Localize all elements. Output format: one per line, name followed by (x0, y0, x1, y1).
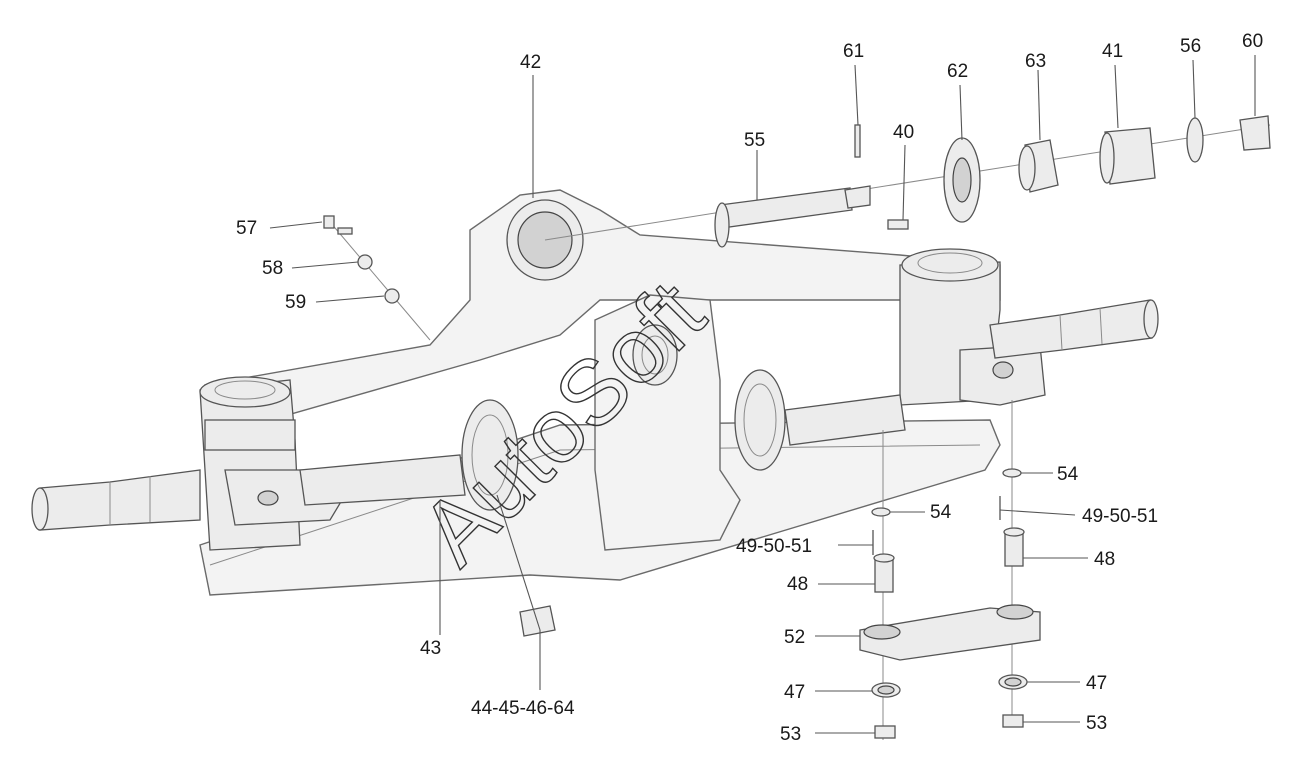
label-49-50-51-left: 49-50-51 (736, 536, 812, 557)
left-hardware (323, 215, 431, 341)
left-spindle (31, 469, 201, 531)
right-drive-shaft (784, 394, 906, 446)
label-54-left: 54 (930, 502, 952, 523)
label-57: 57 (236, 218, 257, 239)
label-60: 60 (1242, 31, 1263, 52)
label-58: 58 (262, 258, 283, 279)
label-47-left: 47 (784, 682, 805, 703)
label-42: 42 (520, 52, 541, 73)
axle-housing (199, 189, 1001, 596)
label-63: 63 (1025, 51, 1046, 72)
label-49-50-51-right: 49-50-51 (1082, 506, 1158, 527)
steering-parts (859, 400, 1041, 740)
right-knuckle (899, 248, 1046, 406)
label-53-left: 53 (780, 724, 801, 745)
label-40: 40 (893, 122, 914, 143)
left-knuckle (199, 376, 346, 551)
left-drive-shaft (299, 454, 466, 506)
label-41: 41 (1102, 41, 1123, 62)
label-56: 56 (1180, 36, 1201, 57)
pivot-pin-assembly (544, 115, 1271, 248)
label-44-45-46-64: 44-45-46-64 (471, 698, 575, 719)
label-61: 61 (843, 41, 864, 62)
right-spindle (989, 299, 1159, 359)
leader-lines (269, 55, 1256, 734)
label-62: 62 (947, 61, 968, 82)
label-54-right: 54 (1057, 464, 1079, 485)
label-55: 55 (744, 130, 765, 151)
label-59: 59 (285, 292, 306, 313)
label-43: 43 (420, 638, 441, 659)
part-labels: 42 61 62 63 41 56 60 55 40 57 58 59 43 4… (236, 31, 1263, 745)
label-47-right: 47 (1086, 673, 1107, 694)
label-48-right: 48 (1094, 549, 1115, 570)
label-48-left: 48 (787, 574, 808, 595)
label-53-right: 53 (1086, 713, 1107, 734)
label-52: 52 (784, 627, 805, 648)
